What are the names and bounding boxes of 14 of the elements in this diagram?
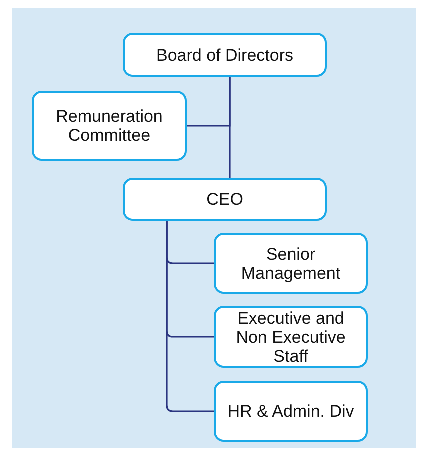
connector-line: [166, 221, 214, 412]
org-box: [214, 306, 368, 368]
org-box: [32, 91, 187, 161]
box-label: Board of Directors: [156, 46, 294, 64]
org-box: [123, 178, 327, 221]
box-label: Remuneration Committee: [55, 107, 164, 145]
org-box: [123, 33, 327, 77]
org-box: [214, 233, 368, 294]
org-box: [214, 381, 368, 442]
connector-line: [229, 77, 231, 178]
box-label: HR & Admin. Div: [228, 402, 354, 421]
box-label: Executive and Non Executive Staff: [235, 308, 347, 366]
box-label: Senior Management: [240, 244, 342, 282]
box-label: CEO: [206, 190, 244, 209]
